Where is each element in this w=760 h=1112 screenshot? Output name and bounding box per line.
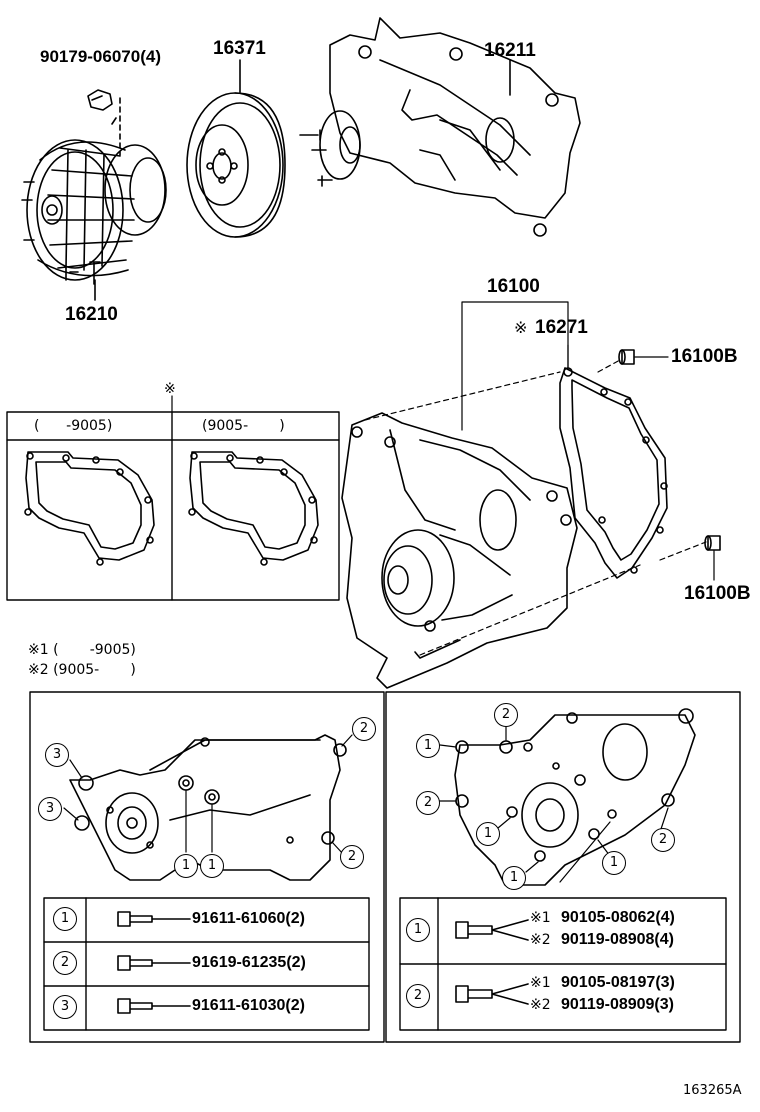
marker-1: 1 (602, 851, 626, 875)
callout-fan-nut: 90179-06070(4) (40, 47, 161, 66)
marker-3: 3 (45, 743, 69, 767)
callout-pin-top: 16100B (671, 346, 738, 367)
bolt-icon (117, 998, 191, 1014)
right-parts-table-frame (399, 897, 727, 1031)
gasket-variant-right-icon (188, 451, 319, 566)
part-number: 91611-61060(2) (192, 910, 305, 927)
row-number: 3 (53, 995, 77, 1019)
callout-fluid-coupling: 16210 (65, 304, 118, 325)
dowel-pin-bottom-icon (704, 535, 721, 581)
inset-mark: ※ (164, 381, 176, 397)
fluid-coupling-icon (21, 117, 167, 301)
left-panel-frame (29, 691, 385, 1043)
bolt-icon (117, 955, 191, 971)
part-number: 90119-08909(3) (561, 996, 674, 1013)
right-panel-frame (385, 691, 741, 1043)
callout-pin-bottom: 16100B (684, 583, 751, 604)
fan-nut-icon (87, 89, 121, 156)
marker-1: 1 (502, 866, 526, 890)
variant-mark: ※2 (530, 997, 551, 1013)
marker-2: 2 (352, 717, 376, 741)
part-number: 91611-61030(2) (192, 997, 305, 1014)
gasket-variant-left-icon (24, 451, 155, 566)
callout-housing: 16211 (484, 40, 536, 61)
pulley-icon (186, 59, 286, 238)
row-number: 1 (406, 918, 430, 942)
dowel-pin-top-icon (618, 349, 669, 365)
marker-2: 2 (416, 791, 440, 815)
water-pump-assembly-icon (341, 412, 578, 689)
left-parts-table-frame (43, 897, 370, 1031)
part-number: 90105-08197(3) (561, 974, 675, 991)
marker-1: 1 (476, 822, 500, 846)
left-bolt-pattern-icon (63, 734, 353, 881)
callout-water-pump-assy: 16100 (487, 276, 540, 297)
part-number: 91619-61235(2) (192, 954, 306, 971)
variant-mark: ※1 (530, 910, 551, 926)
part-number: 90119-08908(4) (561, 931, 674, 948)
inset-col-right-header: (9005- ) (202, 418, 285, 434)
right-bolt-pattern-icon (439, 708, 696, 886)
diagram-code: 163265A (683, 1083, 742, 1098)
callout-gasket: 16271 (535, 317, 588, 338)
note-2: ※2 (9005- ) (28, 662, 136, 678)
row-number: 2 (406, 984, 430, 1008)
bolt-icon (455, 983, 529, 1005)
marker-2: 2 (651, 828, 675, 852)
bolt-icon (455, 919, 529, 941)
note-1: ※1 ( -9005) (28, 642, 136, 658)
marker-3: 3 (38, 797, 62, 821)
row-number: 1 (53, 907, 77, 931)
variant-mark: ※2 (530, 932, 551, 948)
marker-1: 1 (174, 854, 198, 878)
pump-housing-icon (299, 17, 581, 237)
marker-1: 1 (200, 854, 224, 878)
bolt-icon (117, 911, 191, 927)
marker-2: 2 (494, 703, 518, 727)
marker-2: 2 (340, 845, 364, 869)
variant-mark: ※1 (530, 975, 551, 991)
callout-pulley: 16371 (213, 38, 266, 59)
gasket-mark: ※ (514, 318, 528, 337)
row-number: 2 (53, 951, 77, 975)
part-number: 90105-08062(4) (561, 909, 675, 926)
marker-1: 1 (416, 734, 440, 758)
gasket-inset-frame (6, 395, 340, 601)
inset-col-left-header: ( -9005) (34, 418, 113, 434)
gasket-icon (559, 344, 668, 579)
